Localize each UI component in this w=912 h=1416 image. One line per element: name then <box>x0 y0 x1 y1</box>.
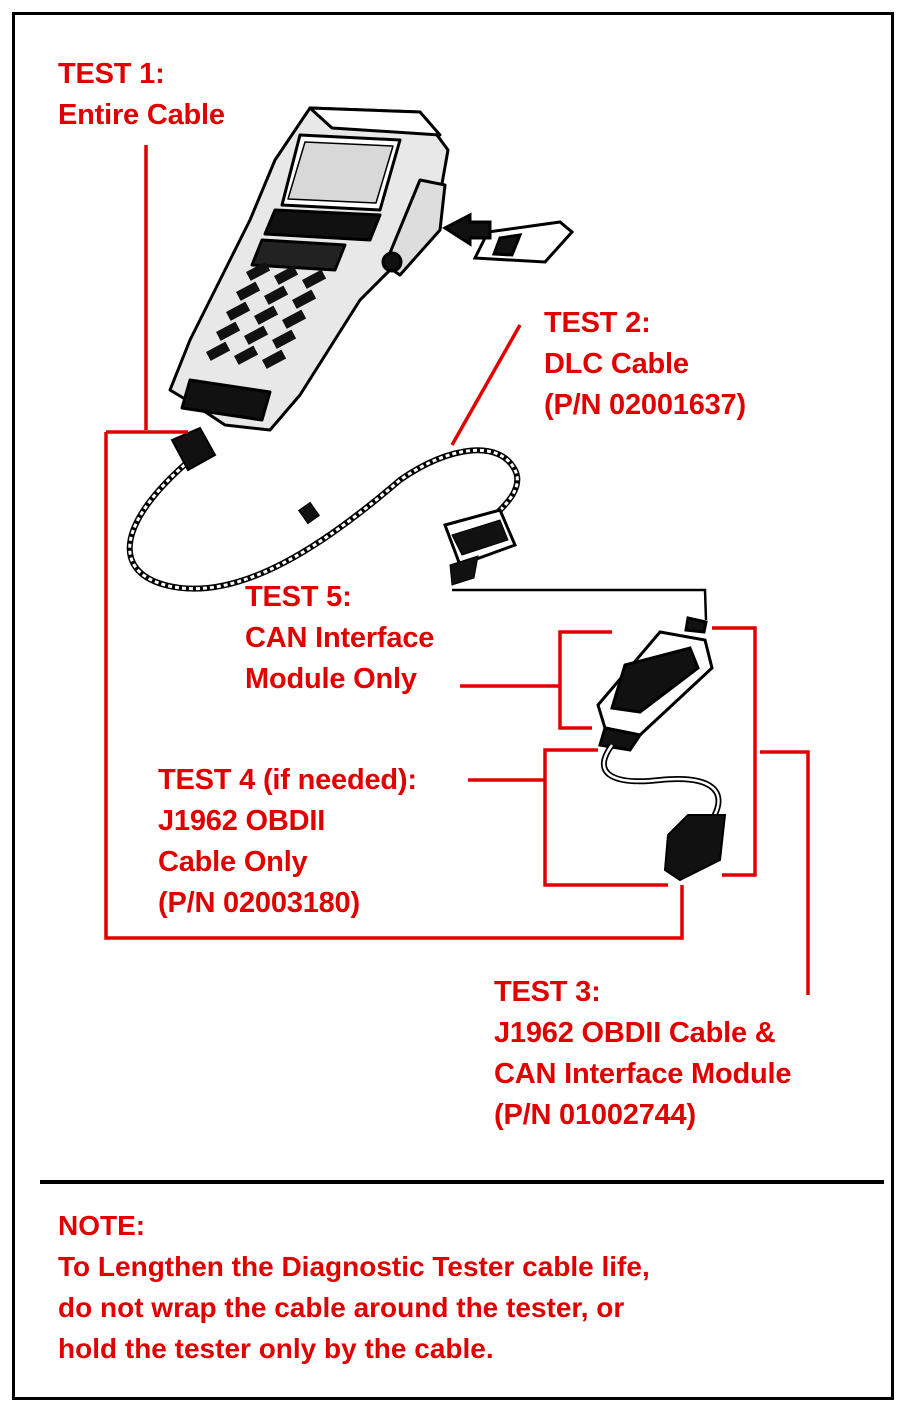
test5-label: TEST 5: CAN Interface Module Only <box>245 577 434 700</box>
page-border <box>12 12 894 1400</box>
j1962-obdii-cable-illustration <box>600 743 727 882</box>
note-line2: do not wrap the cable around the tester,… <box>58 1292 625 1323</box>
test3-label: TEST 3: J1962 OBDII Cable & CAN Interfac… <box>494 972 792 1136</box>
can-interface-module-illustration <box>596 616 714 752</box>
test1-label: TEST 1: Entire Cable <box>58 54 225 136</box>
callout-lines <box>104 145 810 995</box>
test2-label: TEST 2: DLC Cable (P/N 02001637) <box>544 303 746 426</box>
test5-line1: TEST 5: <box>245 581 352 613</box>
memory-card-illustration <box>442 212 575 264</box>
note-line3: hold the tester only by the cable. <box>58 1333 494 1364</box>
note-divider <box>40 1180 884 1184</box>
dlc-cable-illustration <box>126 426 708 621</box>
test3-line3: CAN Interface Module <box>494 1058 792 1090</box>
test4-label: TEST 4 (if needed): J1962 OBDII Cable On… <box>158 760 417 924</box>
test2-line1: TEST 2: <box>544 307 651 339</box>
test4-line1: TEST 4 (if needed): <box>158 764 417 796</box>
test1-line1: TEST 1: <box>58 58 165 90</box>
note-line1: To Lengthen the Diagnostic Tester cable … <box>58 1251 650 1282</box>
test2-line3: (P/N 02001637) <box>544 389 746 421</box>
test4-line2: J1962 OBDII <box>158 805 326 837</box>
test1-line2: Entire Cable <box>58 99 225 131</box>
diagnostic-tester-illustration <box>168 106 450 432</box>
test3-line4: (P/N 01002744) <box>494 1099 696 1131</box>
test3-line2: J1962 OBDII Cable & <box>494 1017 776 1049</box>
test4-line4: (P/N 02003180) <box>158 887 360 919</box>
test3-line1: TEST 3: <box>494 976 601 1008</box>
test5-line3: Module Only <box>245 663 417 695</box>
test5-line2: CAN Interface <box>245 622 435 654</box>
note-block: NOTE: To Lengthen the Diagnostic Tester … <box>58 1205 650 1369</box>
test2-line2: DLC Cable <box>544 348 689 380</box>
test4-line3: Cable Only <box>158 846 308 878</box>
note-heading: NOTE: <box>58 1210 146 1241</box>
